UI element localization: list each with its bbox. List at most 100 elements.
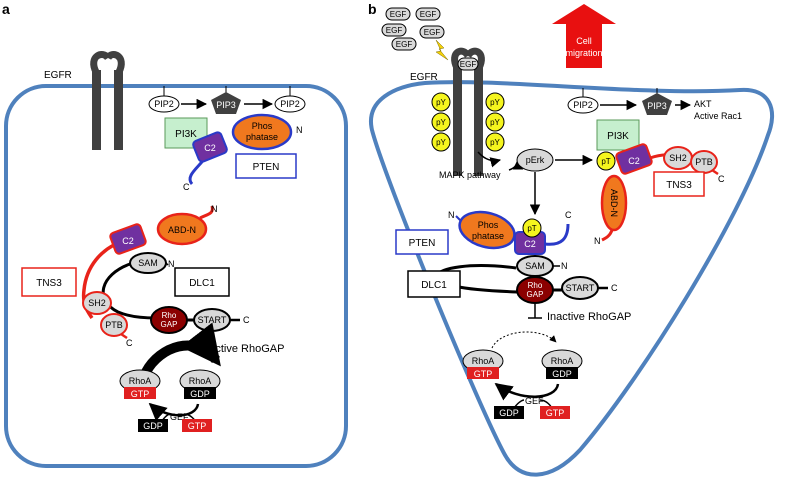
pt-site-pten — [522, 218, 542, 238]
panel-a-letter: a — [2, 1, 10, 17]
pt-site-tns3 — [596, 151, 616, 171]
c2-label-tns3-a: C2 — [122, 236, 134, 246]
gdp-tag-a-bottom — [138, 419, 168, 432]
cell-migration-label-2: migration — [565, 48, 602, 58]
phosphatase-label-a-1: Phos — [252, 121, 273, 131]
start-label-b: START — [566, 283, 595, 293]
panel-b: b EGF EGF EGF EGF EGF EGF EGFR — [368, 1, 774, 477]
abd-label-a: ABD-N — [168, 225, 196, 235]
py-site-5 — [485, 112, 505, 132]
pten-box-a — [235, 153, 297, 179]
gtp-tag-a-bottom — [182, 419, 212, 432]
pip2-label-a-left: PIP2 — [154, 99, 174, 109]
gtp-tag-b-bottom — [540, 406, 570, 419]
pip2-node-b — [567, 96, 599, 114]
panel-a: a EGFR PIP2 PIP3 PIP2 PI3K C C2 Pho — [2, 1, 348, 468]
pip2-node-a-left — [148, 95, 180, 113]
abd-domain-b — [600, 174, 628, 232]
egf-ligand-4 — [419, 25, 445, 39]
panel-b-letter: b — [368, 1, 377, 17]
n-terminus-phos-a: N — [296, 125, 303, 135]
gtp-label-b-left: GTP — [474, 369, 493, 379]
py-site-2 — [431, 112, 451, 132]
egfr-label-a: EGFR — [44, 70, 72, 81]
pten-label-b: PTEN — [409, 238, 436, 249]
egf-ligand-3 — [381, 23, 407, 37]
c2-label-pten-a: C2 — [204, 143, 216, 153]
n-terminus-abd-b: N — [594, 236, 601, 246]
egfr-receptor-b — [451, 47, 485, 176]
abd-label-b: ABD-N — [609, 189, 619, 217]
inactive-rhogap-label: Inactive RhoGAP — [547, 311, 631, 323]
gtp-label-b-bottom: GTP — [546, 408, 565, 418]
dashed-gap-arrow — [491, 331, 557, 349]
n-terminus-sam-b: N — [561, 261, 568, 271]
mapk-label: MAPK pathway — [439, 170, 501, 180]
c2-label-tns3-b: C2 — [628, 156, 640, 166]
dlc1-box-a — [174, 267, 230, 297]
gtp-tag-b-left — [467, 367, 499, 379]
py-label-5: pY — [490, 118, 500, 127]
pip3-label-b: PIP3 — [647, 101, 667, 111]
gef-label-b: GEF — [525, 396, 544, 406]
dlc1-label-a: DLC1 — [189, 278, 215, 289]
gdp-tag-b-right — [546, 367, 578, 379]
gef-label-a: GEF — [170, 412, 189, 422]
c2-domain-tns3-a — [109, 223, 147, 255]
gdp-label-b-right: GDP — [552, 369, 572, 379]
gtp-label-a-bottom: GTP — [188, 421, 207, 431]
rhogap-label-b-1: Rho — [528, 281, 543, 290]
gdp-label-b-bottom: GDP — [499, 408, 519, 418]
pip3-node-b — [642, 93, 672, 115]
py-site-4 — [485, 92, 505, 112]
abd-domain-a — [156, 212, 208, 246]
phosphatase-domain-a — [231, 113, 293, 151]
gdp-label-a-right: GDP — [190, 389, 210, 399]
lightning-bolt-icon — [435, 39, 449, 61]
pt-label-tns3: pT — [601, 157, 610, 166]
gef-arrow-a — [148, 402, 200, 421]
egf-ligand-1 — [385, 7, 411, 21]
gtp-hydrolysis-arrow-a — [141, 322, 221, 375]
cell-migration-label-1: Cell — [576, 36, 592, 46]
egf-ligand-label-2: EGF — [420, 10, 437, 19]
n-terminus-sam-a: N — [168, 259, 175, 269]
c-terminus-pten-a: C — [183, 182, 190, 192]
pip2-label-b: PIP2 — [573, 100, 593, 110]
rhoa-label-b-right: RhoA — [551, 356, 574, 366]
pten-box-b — [395, 229, 449, 255]
c-terminus-start-a: C — [243, 315, 250, 325]
c2-label-pten-b: C2 — [524, 239, 536, 249]
pi3k-label-a: PI3K — [175, 129, 197, 140]
dlc1-label-b: DLC1 — [421, 280, 447, 291]
egf-ligand-label-1: EGF — [390, 10, 407, 19]
egf-bound — [457, 57, 479, 71]
start-label-a: START — [198, 315, 227, 325]
perk-label: pErk — [526, 155, 545, 165]
egf-ligand-label-5: EGF — [396, 40, 413, 49]
py-sites: pY pY pY pY pY pY — [431, 92, 505, 152]
gdp-label-a-bottom: GDP — [143, 421, 163, 431]
rhogap-label-a-2: GAP — [161, 320, 178, 329]
rhogap-label-a-1: Rho — [162, 311, 177, 320]
cell-membrane-a — [4, 84, 348, 468]
n-terminus-phos-b: N — [448, 210, 455, 220]
gtp-label-a-left: GTP — [131, 389, 150, 399]
c2-domain-tns3-b — [615, 143, 653, 175]
egfr-receptor-a — [90, 51, 125, 150]
py-site-3 — [431, 132, 451, 152]
rhoa-label-a-left: RhoA — [129, 376, 152, 386]
gtp-tag-a-left — [124, 387, 156, 399]
pip3-label-a: PIP3 — [216, 100, 236, 110]
active-rac1-label: Active Rac1 — [694, 111, 742, 121]
py-label-1: pY — [436, 98, 446, 107]
dlc1-box-b — [407, 270, 461, 298]
egf-ligand-label-3: EGF — [386, 26, 403, 35]
pi3k-label-b: PI3K — [607, 131, 629, 142]
egf-ligand-5 — [391, 37, 417, 51]
sam-domain-a — [129, 252, 167, 274]
rhogap-label-b-2: GAP — [527, 290, 544, 299]
rhoa-label-a-right: RhoA — [189, 376, 212, 386]
sh2-label-a: SH2 — [88, 298, 106, 308]
egf-ligand-2 — [415, 7, 441, 21]
